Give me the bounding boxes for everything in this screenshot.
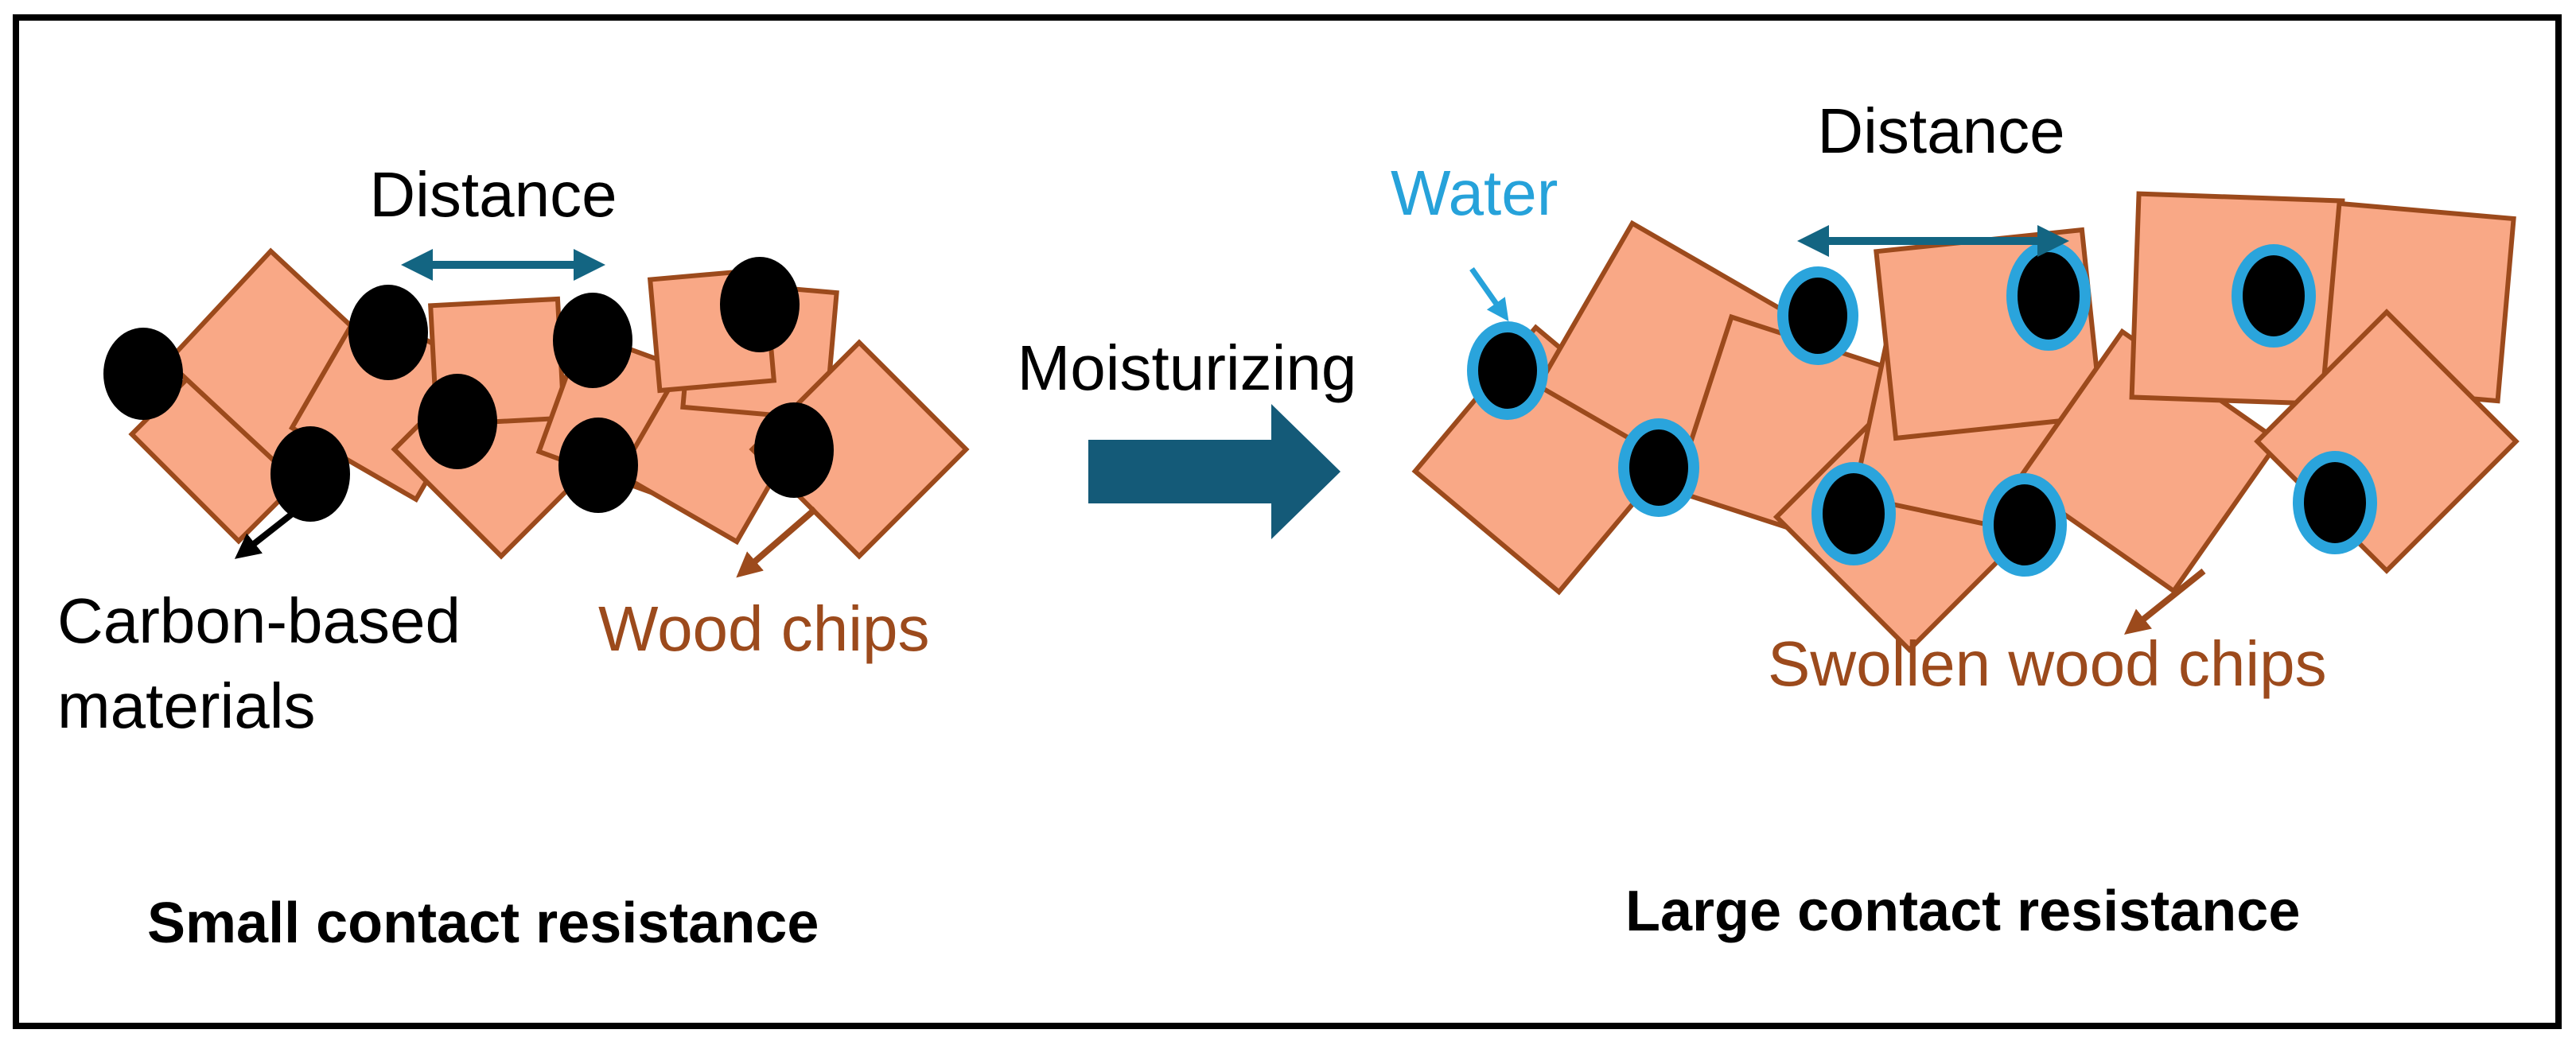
- wet-carbon-particle: [1811, 462, 1896, 565]
- wet-carbon-particle: [2006, 241, 2091, 351]
- carbon-particle: [720, 257, 800, 352]
- left-panel: Distance Carbon-based materials Wood chi…: [57, 159, 970, 955]
- process-arrow-icon: [1088, 404, 1341, 539]
- wet-carbon-particle: [2232, 244, 2316, 348]
- moisturizing-process: Moisturizing: [1018, 332, 1357, 539]
- large-contact-resistance-label: Large contact resistance: [1625, 880, 2300, 943]
- carbon-particle: [553, 293, 632, 388]
- carbon-particle: [558, 418, 638, 513]
- carbon-particle: [103, 328, 183, 420]
- distance-label-right: Distance: [1817, 95, 2064, 166]
- wet-carbon-particle: [1777, 266, 1858, 365]
- small-contact-resistance-label: Small contact resistance: [147, 892, 819, 955]
- swollen-wood-chips-label: Swollen wood chips: [1768, 628, 2327, 699]
- wood-chip: [749, 339, 970, 560]
- carbon-particle: [418, 374, 497, 469]
- distance-label-left: Distance: [369, 159, 617, 230]
- carbon-particle: [754, 402, 834, 498]
- wet-carbon-particle: [2293, 451, 2377, 554]
- carbon-particle: [270, 426, 350, 522]
- wood-chips-label: Wood chips: [598, 593, 930, 664]
- swollen-chip-pointer-arrow: [2124, 568, 2206, 635]
- water-label: Water: [1391, 157, 1558, 228]
- right-panel: Distance Water Swollen wood chips Large …: [1391, 95, 2520, 943]
- carbon-label-line2: materials: [57, 670, 316, 741]
- wet-carbon-particle: [1467, 321, 1548, 420]
- wet-carbon-particle: [1618, 418, 1699, 517]
- wet-carbon-particle: [1983, 473, 2067, 577]
- moisturizing-label: Moisturizing: [1018, 332, 1357, 403]
- carbon-label-line1: Carbon-based: [57, 585, 461, 656]
- carbon-pointer-arrow: [234, 506, 301, 559]
- wood-chip-pointer-arrow: [736, 506, 818, 578]
- carbon-particle: [348, 285, 428, 380]
- water-pointer-arrow: [1469, 266, 1509, 322]
